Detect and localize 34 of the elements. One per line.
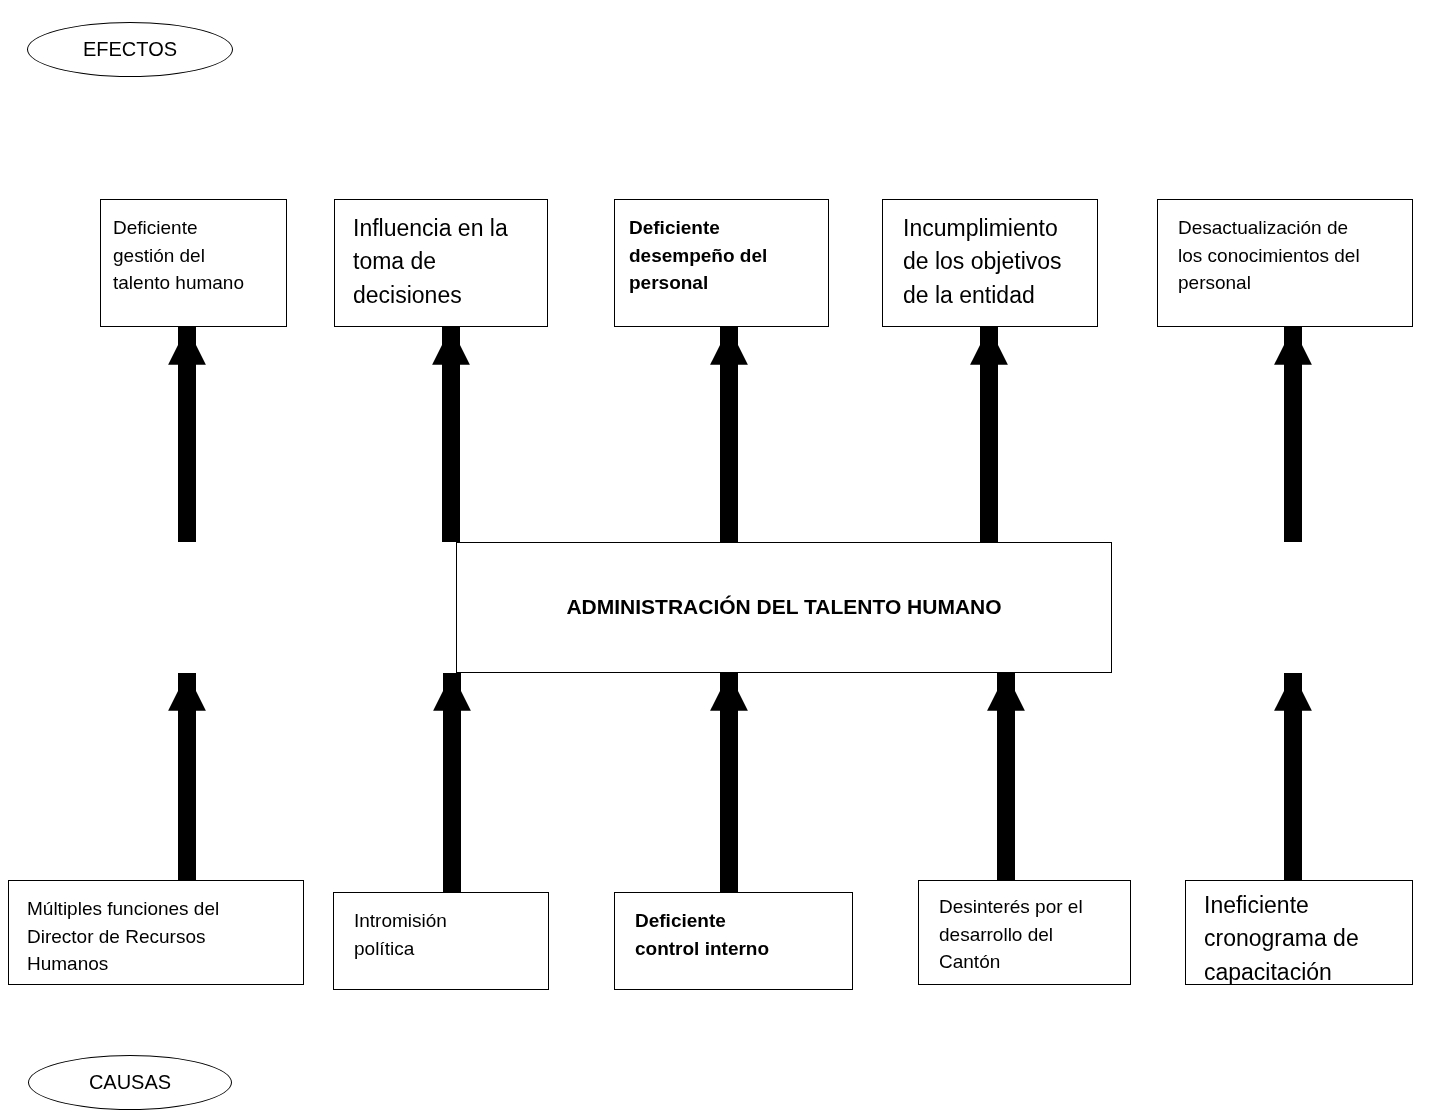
box-text: Desactualización de los conocimientos del personal — [1178, 216, 1361, 296]
block-arrow — [987, 673, 1025, 880]
box-text: CAUSAS — [88, 1070, 172, 1095]
block-arrow — [1274, 327, 1312, 542]
text-box — [333, 892, 549, 990]
box-text: ADMINISTRACIÓN DEL TALENTO HUMANO — [566, 594, 1002, 621]
box-text: Influencia en la toma de decisiones — [353, 214, 509, 310]
block-arrow — [168, 673, 206, 880]
block-arrow — [433, 673, 471, 892]
text-box — [918, 880, 1131, 985]
text-box — [1185, 880, 1413, 985]
box-text: EFECTOS — [82, 37, 178, 62]
box-text: Incumplimiento de los objetivos de la entidad — [903, 214, 1063, 310]
text-box — [614, 199, 829, 327]
block-arrow — [710, 673, 748, 892]
text-box — [614, 892, 853, 990]
box-text: Múltiples funciones del Director de Recursos Humanos — [27, 897, 221, 977]
text-box — [882, 199, 1098, 327]
box-text: Deficiente desempeño del personal — [629, 216, 769, 296]
block-arrow — [970, 327, 1008, 542]
box-text: Intromisión política — [354, 909, 448, 961]
block-arrow — [710, 327, 748, 542]
box-text: Ineficiente cronograma de capacitación — [1204, 891, 1360, 987]
central-problem-box — [456, 542, 1112, 673]
text-box — [8, 880, 304, 985]
text-box — [100, 199, 287, 327]
box-text: Deficiente control interno — [635, 909, 771, 961]
block-arrow — [168, 327, 206, 542]
box-text: Desinterés por el desarrollo del Cantón — [939, 895, 1084, 975]
block-arrow — [432, 327, 470, 542]
block-arrow — [1274, 673, 1312, 880]
text-box — [1157, 199, 1413, 327]
text-box — [334, 199, 548, 327]
box-text: Deficiente gestión del talento humano — [113, 216, 245, 296]
